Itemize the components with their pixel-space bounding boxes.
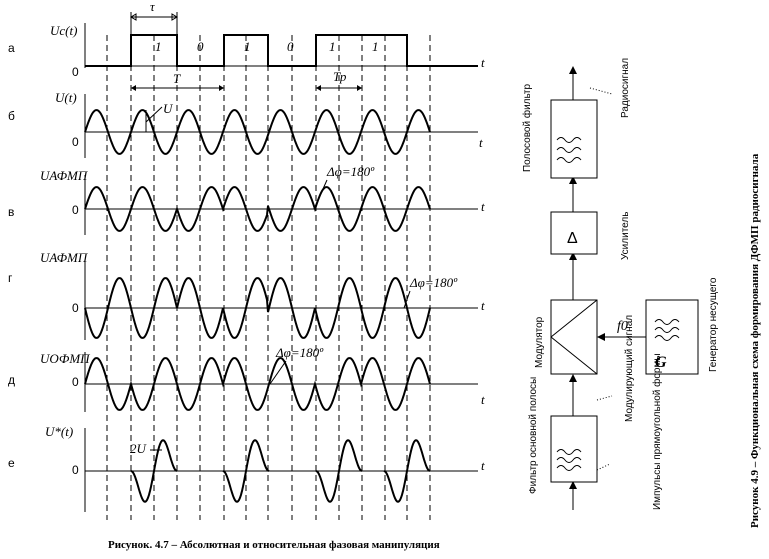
row-v-t: t [481,199,485,214]
carrier-wave [84,109,431,155]
rpsk-wave [84,357,431,411]
amplifier-label: Усилитель [620,212,631,260]
filter-to-mod-arrow [569,374,577,382]
left-caption: Рисунок. 4.7 – Абсолютная и относительна… [108,539,440,551]
bit-3: 1 [244,39,251,54]
row-d-signal-label: UОФМП [40,351,91,366]
row-a-zero: 0 [72,65,79,79]
pulses-leader [596,463,611,471]
bit-4: 0 [287,39,294,54]
amplitude-pointer [145,106,163,123]
baseband-filter-block [550,415,598,483]
output-arrow [569,66,577,74]
row-letter-g: г [8,271,13,285]
row-letter-b: б [8,109,15,123]
amplifier-block [550,211,598,255]
gen-to-mod-arrow [597,333,605,341]
bit-1: 1 [155,39,162,54]
row-e-zero: 0 [72,463,79,477]
bandpass-filter-label: Полосовой фильтр [521,84,533,172]
baseband-filter-label: Фильтр основной полосы [528,377,539,494]
modulating-leader [596,395,613,401]
row-a-t: t [481,55,485,70]
row-e-signal-label: U*(t) [45,424,73,439]
two-u-label: 2U [130,441,148,456]
generator-wave-icon [654,319,680,341]
phase-label-1: Δφ=180º [326,164,375,179]
row-v-zero: 0 [72,203,79,217]
row-d-t: t [481,392,485,407]
modulator-block [550,299,598,375]
block-diagram: Δ G f0 Фильтр основной полосы Модулятор … [521,58,761,528]
row-v-signal-label: UАФМП [40,168,89,183]
row-b-signal-label: U(t) [55,90,77,105]
apsk-wave-1 [84,186,431,232]
row-a-signal-label: Uc(t) [50,23,77,38]
generator-label: Генератор несущего [708,277,719,372]
row-e: е U*(t) 0 t 2U [8,424,485,512]
generator-symbol: G [655,354,667,371]
tau-arrows [130,13,178,21]
tp-label: Тр [333,69,347,84]
bit-5: 1 [329,39,336,54]
amp-to-bpf-arrow [569,176,577,184]
row-g-signal-label: UАФМП [40,250,89,265]
bit-2: 0 [197,39,204,54]
radio-signal-label: Радиосигнал [620,58,631,118]
row-letter-a: а [8,41,15,55]
modulator-label: Модулятор [534,316,545,368]
carrier-freq-label: f0 [617,319,628,334]
tau-label: τ [150,0,156,14]
row-d-zero: 0 [72,375,79,389]
row-v: в UАФМП 0 t Δφ=180º [8,164,485,235]
row-e-t: t [481,458,485,473]
row-letter-d: д [8,373,15,387]
pulses-label: Импульсы прямоугольной формы [651,353,663,510]
tp-arrows [316,85,362,91]
timing-grid [106,35,431,520]
row-a: а Uc(t) 0 t 1 0 1 0 1 1 τ T Тр [8,0,485,91]
row-g-t: t [481,298,485,313]
phase-pointer-3 [269,360,287,385]
demodulated-wave [130,439,431,503]
row-letter-e: е [8,456,15,470]
row-letter-v: в [8,205,14,219]
mod-to-amp-arrow [569,252,577,260]
row-g-zero: 0 [72,301,79,315]
baseband-filter-icon [556,449,582,471]
modulator-icon [550,299,598,375]
row-b: б U(t) 0 t U [8,90,483,158]
period-label: T [173,71,181,86]
modulating-signal-label: Модулирующий сигнал [624,315,635,422]
bit-6: 1 [372,39,379,54]
amplifier-icon: Δ [567,230,578,247]
apsk-wave-2 [84,277,431,339]
phase-pointer-2 [403,290,411,309]
phase-pointer-1 [313,179,328,210]
row-b-t: t [479,135,483,150]
row-g: г UАФМП 0 t Δφ=180º [8,250,485,340]
right-caption: Рисунок 4.9 – Функциональная схема форми… [749,153,761,528]
bandpass-filter-icon [556,137,582,163]
input-arrow [569,481,577,489]
row-d: д UОФМП 0 t Δφ=180º [8,345,485,412]
radio-leader [589,87,613,95]
row-b-zero: 0 [72,135,79,149]
phase-label-3: Δφ=180º [275,345,324,360]
digital-signal [85,34,478,67]
amplitude-label: U [163,101,174,116]
phase-label-2: Δφ=180º [409,275,458,290]
